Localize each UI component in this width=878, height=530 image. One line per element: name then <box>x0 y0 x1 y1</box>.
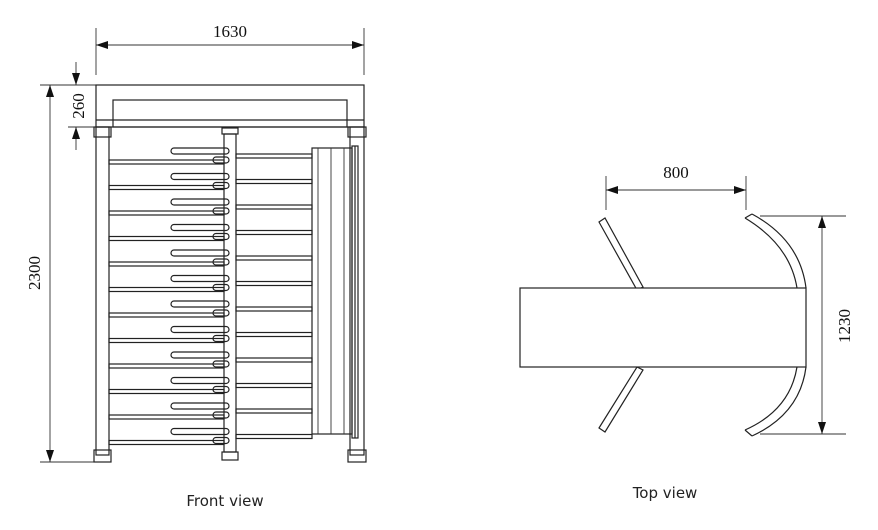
front-view: 1630 2300 260 <box>25 22 367 463</box>
comb-panel <box>311 145 359 439</box>
dim-top-line <box>68 62 96 150</box>
dim-gap-line <box>605 176 747 210</box>
right-post <box>347 126 367 463</box>
arm-row <box>108 198 313 216</box>
arm-row <box>108 274 313 293</box>
top-cabinet <box>519 287 807 368</box>
left-post <box>93 126 112 463</box>
arm-row <box>108 172 313 191</box>
dim-gap-label: 800 <box>663 163 689 182</box>
arm-row <box>108 249 313 267</box>
arm-row <box>108 300 313 318</box>
rotor-shaft <box>221 127 239 461</box>
arm-row <box>108 351 313 369</box>
dim-width-label: 1630 <box>213 22 247 41</box>
dim-depth-line <box>760 215 846 435</box>
arm-row <box>108 376 313 395</box>
front-view-caption: Front view <box>186 492 263 510</box>
canopy <box>95 84 365 128</box>
arm-row <box>108 147 313 165</box>
dim-height-line <box>40 84 96 463</box>
arm-row <box>108 427 313 446</box>
arm-row <box>108 325 313 344</box>
dim-top-label: 260 <box>69 93 88 119</box>
top-view-caption: Top view <box>632 484 698 502</box>
top-rotor-arm-lower <box>598 366 644 433</box>
top-view: 800 1230 <box>519 163 854 437</box>
dim-width-line <box>95 28 365 75</box>
curved-barrier-lower <box>744 366 807 437</box>
curved-barrier-upper <box>744 213 807 289</box>
dim-height-label: 2300 <box>25 256 44 290</box>
top-rotor-arm-upper <box>598 217 644 291</box>
arm-row <box>108 402 313 420</box>
arm-row <box>108 223 313 242</box>
rotor-arms <box>108 147 313 446</box>
dim-depth-label: 1230 <box>835 309 854 343</box>
